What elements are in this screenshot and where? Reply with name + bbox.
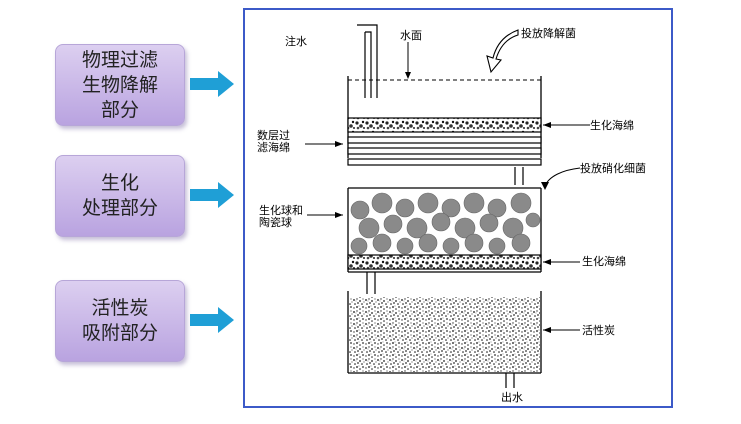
inlet-pipe — [357, 24, 378, 98]
label-water-inlet: 注水 — [285, 35, 307, 48]
filter-diagram — [305, 24, 590, 388]
arrow-right-icon — [190, 182, 234, 208]
bio-sponge-bottom — [347, 254, 542, 270]
arrow-right-icon — [190, 307, 234, 333]
stage-box-physical-filtration: 物理过滤 生物降解 部分 — [55, 44, 185, 126]
activated-carbon-bed — [349, 297, 540, 372]
bio-sponge-top — [347, 117, 542, 133]
label-water-surface: 水面 — [400, 29, 422, 42]
stage-text: 部分 — [100, 98, 139, 121]
label-bio-sponge-bottom: 生化海绵 — [582, 255, 626, 268]
label-bio-balls: 生化球和 陶瓷球 — [259, 204, 303, 229]
stage-box-biochemical: 生化 处理部分 — [55, 155, 185, 237]
label-add-nitrifying-bacteria: 投放硝化细菌 — [580, 162, 646, 175]
bio-balls — [350, 192, 541, 255]
arrow-right-icon — [190, 71, 234, 97]
label-bio-sponge-top: 生化海绵 — [590, 119, 634, 132]
label-activated-carbon: 活性炭 — [582, 324, 615, 337]
stage-text: 生化 — [100, 172, 139, 194]
stage-text: 处理部分 — [81, 197, 158, 219]
label-add-degrading-bacteria: 投放降解菌 — [521, 27, 576, 40]
stage-text: 活性炭 — [91, 297, 149, 319]
stage-text: 生物降解 — [81, 73, 158, 96]
label-water-outlet: 出水 — [501, 391, 523, 404]
bacteria-inlet-arrow-icon — [486, 29, 519, 74]
stage-text: 物理过滤 — [81, 48, 158, 71]
filter-diagram-frame: 注水 水面 投放降解菌 生化海绵 数层过 滤海绵 投放硝化细菌 生化球和 陶瓷球… — [243, 8, 673, 408]
stage-text: 吸附部分 — [81, 322, 158, 344]
label-multi-layer-sponge: 数层过 滤海绵 — [257, 129, 290, 154]
stage-box-activated-carbon: 活性炭 吸附部分 — [55, 280, 185, 362]
